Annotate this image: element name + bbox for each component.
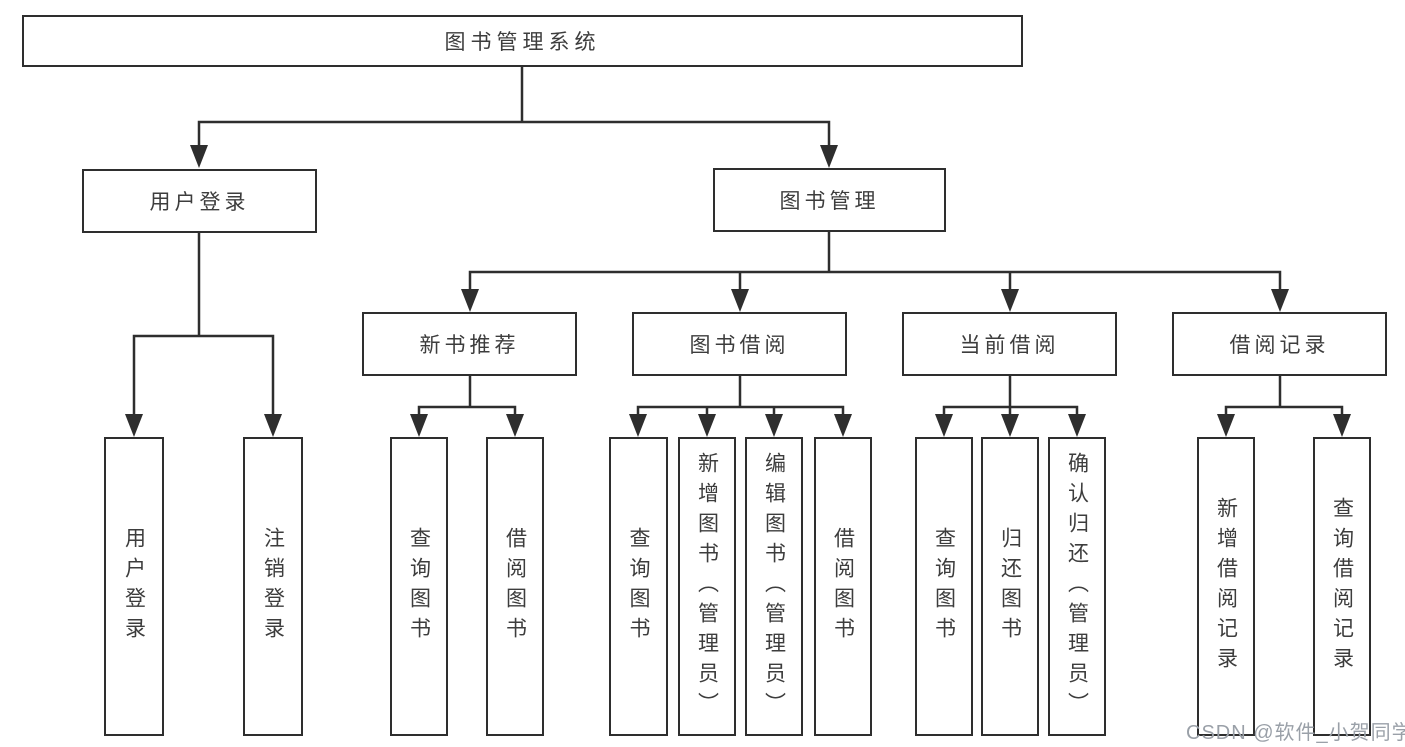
- arrowhead: [935, 414, 953, 437]
- leaf-confirm-return-admin-label: 确认归还（管理员）: [1065, 451, 1089, 722]
- leaf-add-borrow-record-label: 新增借阅记录: [1214, 496, 1238, 677]
- leaf-add-book-admin: 新增图书（管理员）: [678, 437, 736, 736]
- node-current-borrowing-label: 当前借阅: [959, 334, 1060, 357]
- node-book-borrowing-label: 图书借阅: [689, 334, 790, 357]
- connector-book-borrowing-bar: [636, 376, 845, 414]
- arrowhead: [461, 289, 479, 312]
- leaf-edit-book-admin: 编辑图书（管理员）: [745, 437, 803, 736]
- node-user-login-label: 用户登录: [149, 191, 250, 214]
- arrowhead: [1217, 414, 1235, 437]
- leaf-add-borrow-record: 新增借阅记录: [1197, 437, 1255, 736]
- arrowhead: [1333, 414, 1351, 437]
- connector-book-management-bar: [468, 270, 1282, 290]
- arrowhead: [765, 414, 783, 437]
- leaf-query-books-recommend-label: 查询图书: [407, 526, 431, 647]
- connector-new-book-bar: [417, 376, 517, 414]
- leaf-borrow-books-2: 借阅图书: [814, 437, 872, 736]
- arrowhead: [410, 414, 428, 437]
- connector-current-borrowing-bar: [942, 376, 1079, 414]
- leaf-query-books-borrowing: 查询图书: [609, 437, 668, 736]
- leaf-query-borrow-record-label: 查询借阅记录: [1330, 496, 1354, 677]
- leaf-return-books-label: 归还图书: [998, 526, 1022, 647]
- leaf-confirm-return-admin: 确认归还（管理员）: [1048, 437, 1106, 736]
- leaf-query-books-recommend: 查询图书: [390, 437, 448, 736]
- leaf-borrow-books-recommend: 借阅图书: [486, 437, 544, 736]
- leaf-user-login-label: 用户登录: [122, 526, 146, 647]
- leaf-query-books-borrowing-label: 查询图书: [627, 526, 651, 647]
- arrowhead: [834, 414, 852, 437]
- node-root-label: 图书管理系统: [444, 31, 601, 54]
- arrowhead: [731, 289, 749, 312]
- leaf-borrow-books-2-label: 借阅图书: [831, 526, 855, 647]
- arrowhead: [506, 414, 524, 437]
- arrowhead: [190, 145, 208, 168]
- node-user-login: 用户登录: [82, 169, 317, 233]
- leaf-user-login: 用户登录: [104, 437, 164, 736]
- leaf-borrow-books-recommend-label: 借阅图书: [503, 526, 527, 647]
- connector-root-bar: [197, 120, 831, 146]
- leaf-logout: 注销登录: [243, 437, 303, 736]
- arrowhead: [125, 414, 143, 437]
- leaf-query-books-current-label: 查询图书: [932, 526, 956, 647]
- node-book-management: 图书管理: [713, 168, 946, 232]
- node-borrowing-records: 借阅记录: [1172, 312, 1387, 376]
- node-borrowing-records-label: 借阅记录: [1229, 334, 1330, 357]
- connector-borrow-records-bar: [1224, 376, 1344, 414]
- arrowhead: [1001, 414, 1019, 437]
- csdn-watermark: CSDN @软件_小贺同学: [1186, 722, 1405, 744]
- connector-user-login-bar: [132, 334, 275, 414]
- arrowhead: [1271, 289, 1289, 312]
- arrowhead: [264, 414, 282, 437]
- node-root: 图书管理系统: [22, 15, 1023, 67]
- arrowhead: [820, 145, 838, 168]
- leaf-add-book-admin-label: 新增图书（管理员）: [695, 451, 719, 722]
- node-current-borrowing: 当前借阅: [902, 312, 1117, 376]
- node-new-book-recommendation: 新书推荐: [362, 312, 577, 376]
- arrowhead: [1001, 289, 1019, 312]
- arrowhead: [698, 414, 716, 437]
- leaf-query-borrow-record: 查询借阅记录: [1313, 437, 1371, 736]
- node-book-borrowing: 图书借阅: [632, 312, 847, 376]
- arrowhead: [1068, 414, 1086, 437]
- leaf-query-books-current: 查询图书: [915, 437, 973, 736]
- arrowhead: [629, 414, 647, 437]
- node-book-management-label: 图书管理: [779, 190, 880, 213]
- leaf-return-books: 归还图书: [981, 437, 1039, 736]
- leaf-edit-book-admin-label: 编辑图书（管理员）: [762, 451, 786, 722]
- node-new-book-recommendation-label: 新书推荐: [419, 334, 520, 357]
- leaf-logout-label: 注销登录: [261, 526, 285, 647]
